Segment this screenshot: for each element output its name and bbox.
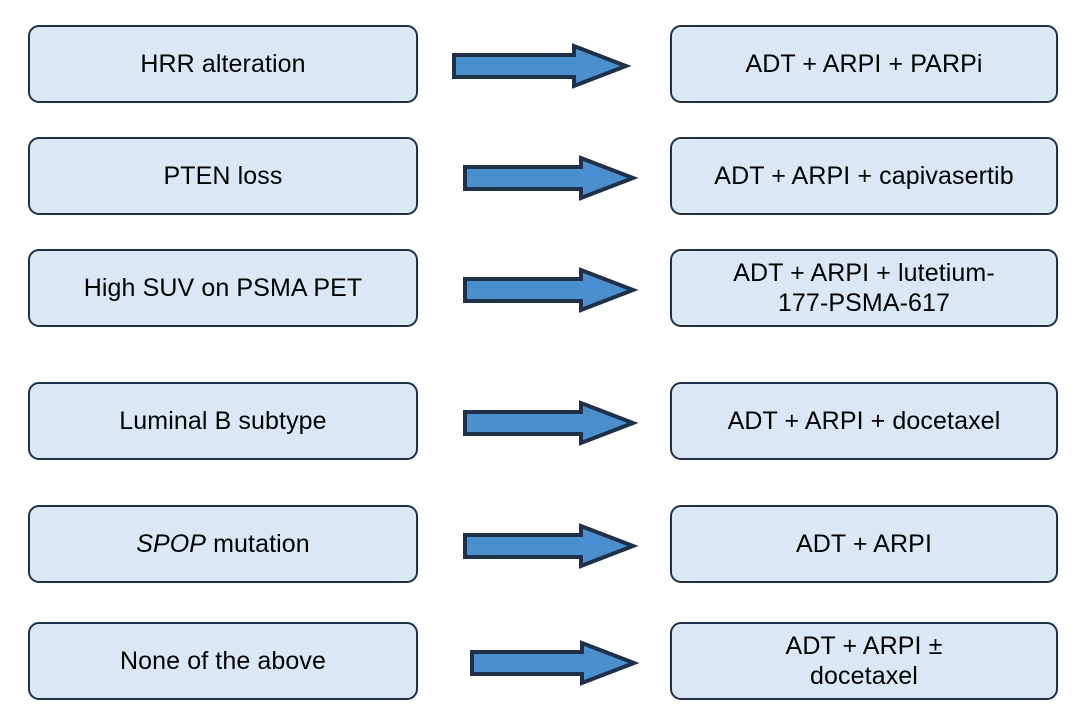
arrow-icon-4 (463, 400, 639, 446)
treatment-node-6[interactable]: ADT + ARPI ±docetaxel (670, 622, 1058, 700)
arrow-icon-6 (470, 640, 640, 686)
treatment-label-4: ADT + ARPI + docetaxel (727, 407, 1001, 435)
diagram-row: None of the above ADT + ARPI ±docetaxel (0, 622, 1080, 704)
condition-label-5: SPOP mutation (136, 530, 310, 558)
treatment-node-1[interactable]: ADT + ARPI + PARPi (670, 25, 1058, 103)
treatment-node-2[interactable]: ADT + ARPI + capivasertib (670, 137, 1058, 215)
treatment-label-5: ADT + ARPI (795, 530, 932, 558)
condition-label-4: Luminal B subtype (119, 407, 327, 435)
diagram-row: SPOP mutation ADT + ARPI (0, 505, 1080, 587)
condition-node-6[interactable]: None of the above (28, 622, 418, 700)
arrow-icon-3 (463, 267, 639, 313)
condition-node-2[interactable]: PTEN loss (28, 137, 418, 215)
condition-node-5[interactable]: SPOP mutation (28, 505, 418, 583)
diagram-row: Luminal B subtype ADT + ARPI + docetaxel (0, 382, 1080, 464)
condition-node-3[interactable]: High SUV on PSMA PET (28, 249, 418, 327)
arrow-icon-2 (463, 155, 639, 201)
condition-label-6: None of the above (119, 647, 327, 675)
treatment-label-1: ADT + ARPI + PARPi (745, 50, 983, 78)
diagram-row: HRR alteration ADT + ARPI + PARPi (0, 25, 1080, 107)
gene-name-italic: SPOP (136, 530, 207, 558)
condition-label-2: PTEN loss (163, 162, 283, 190)
arrow-icon-1 (452, 43, 632, 89)
treatment-label-6: ADT + ARPI ±docetaxel (785, 632, 943, 690)
condition-node-4[interactable]: Luminal B subtype (28, 382, 418, 460)
treatment-label-3: ADT + ARPI + lutetium-177-PSMA-617 (733, 259, 995, 317)
treatment-label-2: ADT + ARPI + capivasertib (714, 162, 1014, 190)
treatment-node-5[interactable]: ADT + ARPI (670, 505, 1058, 583)
diagram-row: High SUV on PSMA PET ADT + ARPI + luteti… (0, 249, 1080, 331)
condition-node-1[interactable]: HRR alteration (28, 25, 418, 103)
arrow-icon-5 (463, 523, 639, 569)
treatment-node-4[interactable]: ADT + ARPI + docetaxel (670, 382, 1058, 460)
condition-label-3: High SUV on PSMA PET (83, 274, 363, 302)
diagram-row: PTEN loss ADT + ARPI + capivasertib (0, 137, 1080, 219)
condition-label-1: HRR alteration (140, 50, 306, 78)
treatment-node-3[interactable]: ADT + ARPI + lutetium-177-PSMA-617 (670, 249, 1058, 327)
